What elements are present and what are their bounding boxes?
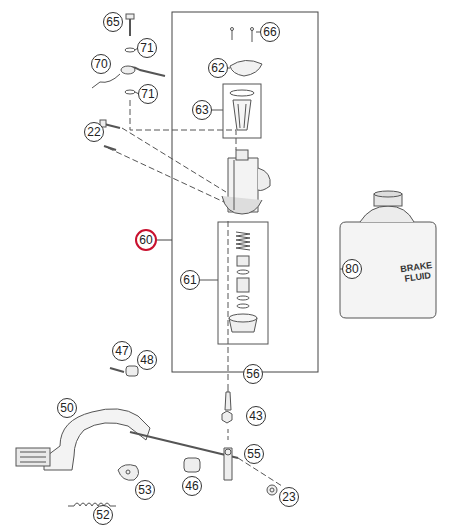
callout-number: 80 bbox=[342, 259, 362, 279]
callout-number: 70 bbox=[91, 54, 111, 74]
callout-number: 22 bbox=[84, 122, 104, 142]
callout-number: 50 bbox=[57, 398, 77, 418]
callout-number: 55 bbox=[244, 444, 264, 464]
callout-number: 71 bbox=[137, 38, 157, 58]
callout-number: 61 bbox=[180, 270, 200, 290]
callout-number: 52 bbox=[93, 505, 113, 525]
callout-number: 63 bbox=[192, 100, 212, 120]
callout-number: 65 bbox=[103, 12, 123, 32]
callout-number: 60 bbox=[135, 229, 157, 251]
callout-number: 23 bbox=[279, 487, 299, 507]
callout-number: 53 bbox=[135, 480, 155, 500]
callout-number: 46 bbox=[182, 476, 202, 496]
callout-number: 66 bbox=[260, 22, 280, 42]
callout-number: 43 bbox=[246, 406, 266, 426]
callout-number: 62 bbox=[208, 58, 228, 78]
callout-number: 48 bbox=[137, 350, 157, 370]
callout-number: 71 bbox=[138, 84, 158, 104]
callout-number: 47 bbox=[112, 341, 132, 361]
callout-number: 56 bbox=[243, 364, 263, 384]
